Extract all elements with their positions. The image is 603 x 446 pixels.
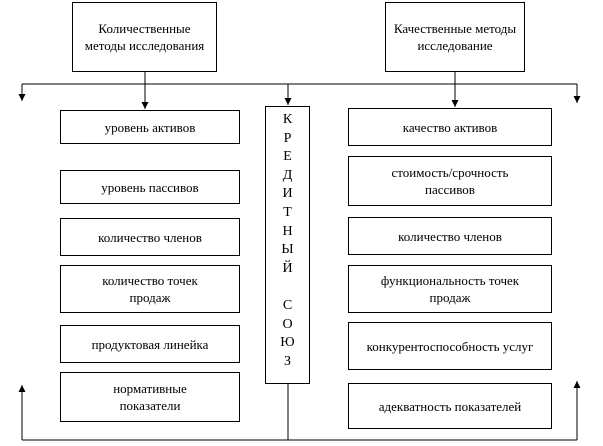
left-item-1-label: уровень активов: [104, 119, 196, 135]
center-label-letter: К: [282, 112, 293, 127]
header-qualitative-methods: Качественные методы исследование: [385, 2, 525, 72]
center-label-letter: Ю: [280, 335, 295, 351]
header-qualitative-label: Качественные методы исследование: [393, 21, 517, 53]
center-label-letter: Р: [283, 130, 292, 146]
center-label-letter: О: [282, 316, 293, 332]
right-item-1: качество активов: [348, 108, 552, 146]
center-label-space: [266, 278, 309, 297]
center-label-letter: Д: [282, 167, 293, 183]
right-item-5: конкурентоспособность услуг: [348, 322, 552, 370]
center-label-letter: Й: [282, 260, 293, 276]
right-item-1-label: качество активов: [402, 119, 498, 135]
right-item-3: количество членов: [348, 217, 552, 255]
left-item-5: продуктовая линейка: [60, 325, 240, 363]
left-item-1: уровень активов: [60, 110, 240, 144]
center-label-letter: Ы: [281, 242, 294, 258]
center-label-letter: И: [282, 186, 293, 202]
left-item-3: количество членов: [60, 218, 240, 256]
left-item-2: уровень пассивов: [60, 170, 240, 204]
left-item-6: нормативные показатели: [60, 372, 240, 422]
center-label-letter: Н: [282, 223, 293, 239]
left-item-4: количество точек продаж: [60, 265, 240, 313]
header-quantitative-label: Количественные методы исследования: [84, 21, 205, 53]
left-item-5-label: продуктовая линейка: [91, 336, 209, 352]
center-label-letter: С: [282, 297, 293, 313]
right-item-5-label: конкурентоспособность услуг: [366, 338, 534, 354]
center-label-letter: З: [283, 353, 291, 369]
right-item-3-label: количество членов: [398, 228, 502, 244]
right-item-6-label: адекватность показателей: [378, 398, 522, 414]
right-item-4-label: функциональность точек продаж: [380, 273, 520, 305]
center-label-letter: Т: [283, 204, 292, 220]
left-item-4-label: количество точек продаж: [102, 273, 198, 305]
left-item-6-label: нормативные показатели: [113, 381, 187, 413]
right-item-2-label: стоимость/срочность пассивов: [391, 165, 509, 197]
header-quantitative-methods: Количественные методы исследования: [72, 2, 217, 72]
left-item-3-label: количество членов: [98, 229, 202, 245]
center-label-letter: Е: [283, 149, 292, 165]
left-item-2-label: уровень пассивов: [101, 179, 199, 195]
right-item-2: стоимость/срочность пассивов: [348, 156, 552, 206]
right-item-6: адекватность показателей: [348, 383, 552, 429]
right-item-4: функциональность точек продаж: [348, 265, 552, 313]
